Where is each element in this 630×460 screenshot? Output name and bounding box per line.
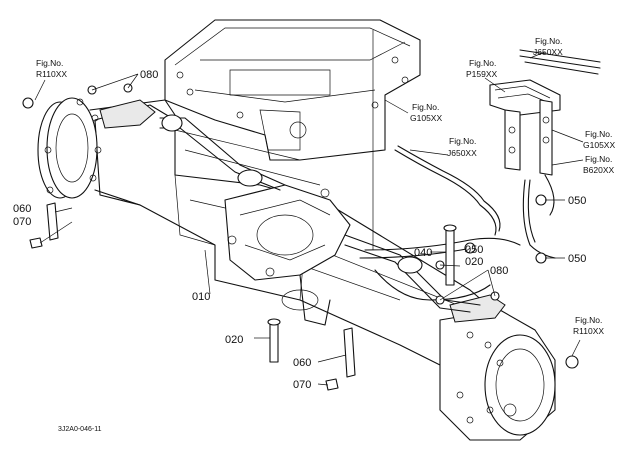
fig-ref-line1: Fig.No. [585,129,612,139]
leader-lines [34,30,584,386]
fig-ref-line1: Fig.No. [36,58,63,68]
fig-ref-line1: Fig.No. [585,154,612,164]
fig-ref-line2: G105XX [583,140,615,150]
part-020-label-right: 020 [465,256,483,268]
part-060-label-bottom: 060 [293,357,311,369]
fig-ref-line2: J650XX [533,47,563,57]
fig-ref-line2: P159XX [466,69,498,79]
fig-ref-p159: Fig.No. P159XX [466,58,498,79]
part-040-label: 040 [414,247,432,259]
left-hub-drawing [37,97,286,206]
hose-bracket-drawing [489,79,561,176]
hydraulic-hoses-drawing [359,49,601,301]
fig-ref-b620: Fig.No. B620XX [583,154,615,175]
fig-ref-line2: J650XX [447,148,477,158]
fig-ref-line2: R110XX [573,326,604,336]
fig-ref-line1: Fig.No. [412,102,439,112]
fig-ref-g105-center: Fig.No. G105XX [410,102,442,123]
fig-ref-line1: Fig.No. [469,58,496,68]
fig-ref-line2: R110XX [36,69,67,79]
part-020-label-bottom: 020 [225,334,243,346]
drawing-code: 3J2A0-046-11 [58,426,102,433]
fig-ref-r110-right: Fig.No. R110XX [573,315,604,336]
fig-ref-r110-left: Fig.No. R110XX [36,58,67,79]
part-070-label-left: 070 [13,216,31,228]
fig-ref-line1: Fig.No. [575,315,602,325]
part-050-label-c: 050 [568,253,586,265]
part-050-label-b: 050 [465,244,483,256]
right-hub-drawing [344,234,556,441]
fig-ref-line1: Fig.No. [449,136,476,146]
fig-ref-j650-top: Fig.No. J650XX [533,36,563,57]
tractor-frame-drawing [164,19,421,161]
fig-ref-line1: Fig.No. [535,36,562,46]
fig-ref-g105-right: Fig.No. G105XX [583,129,615,150]
part-080-label-top: 080 [140,69,158,81]
part-070-label-bottom: 070 [293,379,311,391]
part-080-label-right: 080 [490,265,508,277]
axle-housing-drawing [94,104,506,366]
part-050-label-a: 050 [568,195,586,207]
fig-ref-line2: B620XX [583,165,615,175]
fig-ref-j650-center: Fig.No. J650XX [447,136,477,158]
part-010-label: 010 [192,291,210,303]
part-060-label-left: 060 [13,203,31,215]
fig-ref-line2: G105XX [410,113,442,123]
